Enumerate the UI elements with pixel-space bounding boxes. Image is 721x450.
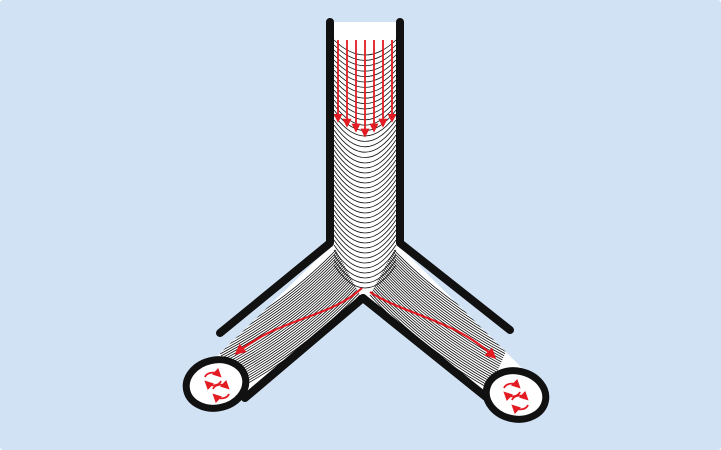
parent-flow-arrows bbox=[338, 40, 392, 134]
